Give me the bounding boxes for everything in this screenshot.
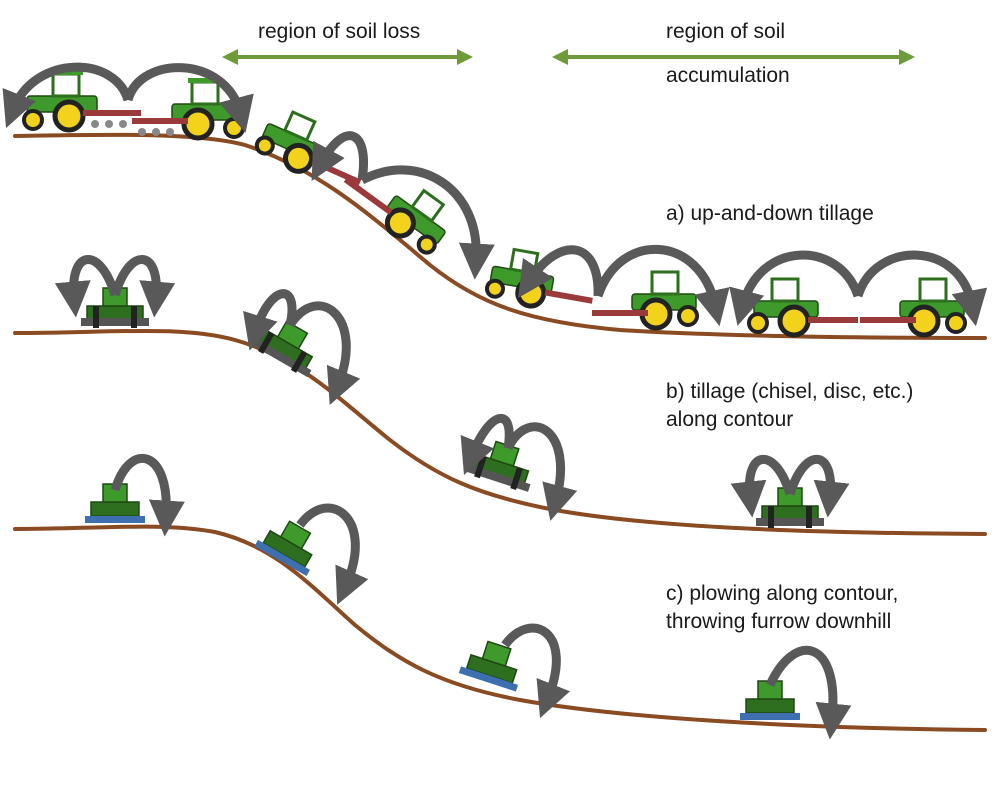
soil-arrow-a5 xyxy=(518,245,603,298)
tractor-b4 xyxy=(756,487,824,528)
region-soil-loss-label: region of soil loss xyxy=(258,20,421,43)
region-of-soil-loss-arrow xyxy=(222,49,473,65)
tractor-a8 xyxy=(860,277,967,338)
slope-b-ground xyxy=(13,328,987,536)
soil-arrow-c4 xyxy=(765,645,852,740)
soil-arrow-c2 xyxy=(296,503,369,605)
soil-arrow-a6 xyxy=(593,244,730,327)
tractor-a7 xyxy=(747,277,858,338)
region-soil-accumulation-label-line1: region of soil xyxy=(666,20,786,43)
soil-arrow-c1 xyxy=(110,454,185,537)
tractor-b1 xyxy=(81,287,149,328)
soil-arrow-b4 xyxy=(286,301,361,405)
region-soil-accumulation-label-line2: accumulation xyxy=(666,64,790,87)
soil-arrow-a3 xyxy=(311,131,368,181)
soil-arrow-b8 xyxy=(785,454,850,518)
panel-c-label-line1: c) plowing along contour, xyxy=(666,582,899,605)
soil-arrow-c3 xyxy=(501,623,571,719)
soil-arrow-b5 xyxy=(460,413,514,476)
tractor-a4 xyxy=(343,176,446,255)
soil-arrow-b1 xyxy=(54,255,120,318)
soil-arrow-a1 xyxy=(2,62,133,129)
soil-arrow-a7 xyxy=(729,250,863,326)
soil-arrow-b6 xyxy=(503,422,578,521)
panel-c-label-line2: throwing furrow downhill xyxy=(666,610,892,633)
soil-arrow-b3 xyxy=(243,289,297,351)
panel-b-label-line2: along contour xyxy=(666,408,794,431)
region-of-soil-accumulation-arrow xyxy=(552,49,915,65)
slope-a-ground xyxy=(13,132,987,340)
tractor-a3 xyxy=(254,110,362,186)
tractor-c4 xyxy=(740,680,800,720)
tractor-c3 xyxy=(458,640,519,692)
soil-arrow-a8 xyxy=(853,250,988,327)
tractor-c2 xyxy=(254,520,313,576)
soil-arrow-a4 xyxy=(359,165,495,280)
soil-arrow-b7 xyxy=(730,454,795,518)
panel-a-label: a) up-and-down tillage xyxy=(666,202,874,225)
panel-b-label-line1: b) tillage (chisel, disc, etc.) xyxy=(666,380,914,403)
soil-arrow-a2 xyxy=(123,63,254,133)
tractor-c1 xyxy=(85,483,145,523)
soil-arrow-b2 xyxy=(110,255,176,318)
